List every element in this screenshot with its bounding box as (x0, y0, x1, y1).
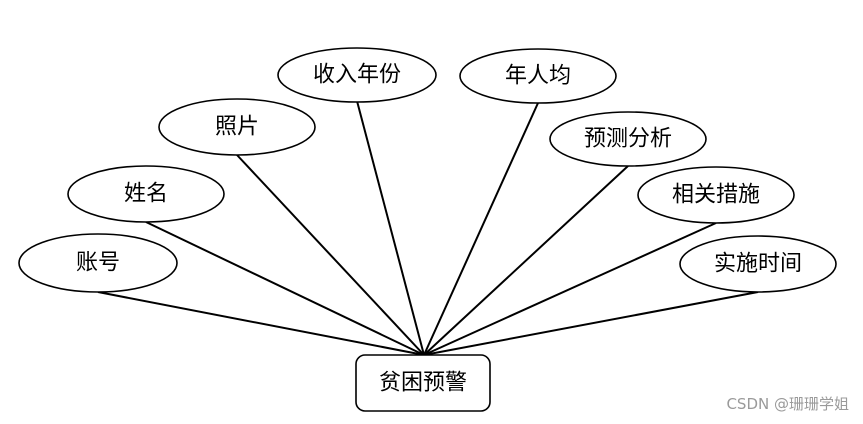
attribute-name: 姓名 (67, 165, 225, 223)
link-name (145, 221, 425, 356)
link-forecast (423, 165, 629, 356)
attribute-ellipse (637, 166, 795, 224)
link-measures (423, 222, 717, 356)
attribute-income-year: 收入年份 (277, 47, 437, 103)
attribute-label: 账号 (76, 251, 120, 276)
link-photo (236, 154, 425, 356)
attribute-label: 年人均 (505, 64, 571, 89)
link-income-year (356, 100, 425, 356)
link-implement-time (423, 291, 759, 356)
attribute-ellipse (679, 235, 837, 293)
attribute-label: 实施时间 (714, 252, 802, 277)
attribute-photo: 照片 (158, 98, 316, 156)
attribute-account: 账号 (18, 233, 178, 293)
entity-label: 贫困预警 (379, 371, 467, 396)
attribute-label: 姓名 (124, 182, 168, 207)
entity-poverty-warning: 贫困预警 (355, 354, 491, 412)
link-per-capita (423, 102, 539, 356)
watermark: CSDN @珊珊学姐 (726, 395, 849, 413)
entity-box (355, 354, 491, 412)
attribute-per-capita: 年人均 (459, 48, 617, 104)
attribute-label: 收入年份 (313, 63, 401, 88)
attribute-label: 预测分析 (584, 127, 672, 152)
attribute-ellipse (18, 233, 178, 293)
attribute-measures: 相关措施 (637, 166, 795, 224)
attribute-ellipse (549, 111, 707, 167)
link-account (97, 291, 425, 356)
attribute-ellipse (277, 47, 437, 103)
connector-lines (97, 100, 759, 356)
attribute-label: 照片 (215, 115, 259, 140)
attribute-forecast: 预测分析 (549, 111, 707, 167)
attribute-ellipse (158, 98, 316, 156)
attribute-label: 相关措施 (672, 183, 760, 208)
attribute-ellipse (67, 165, 225, 223)
attribute-ellipse (459, 48, 617, 104)
attribute-implement-time: 实施时间 (679, 235, 837, 293)
